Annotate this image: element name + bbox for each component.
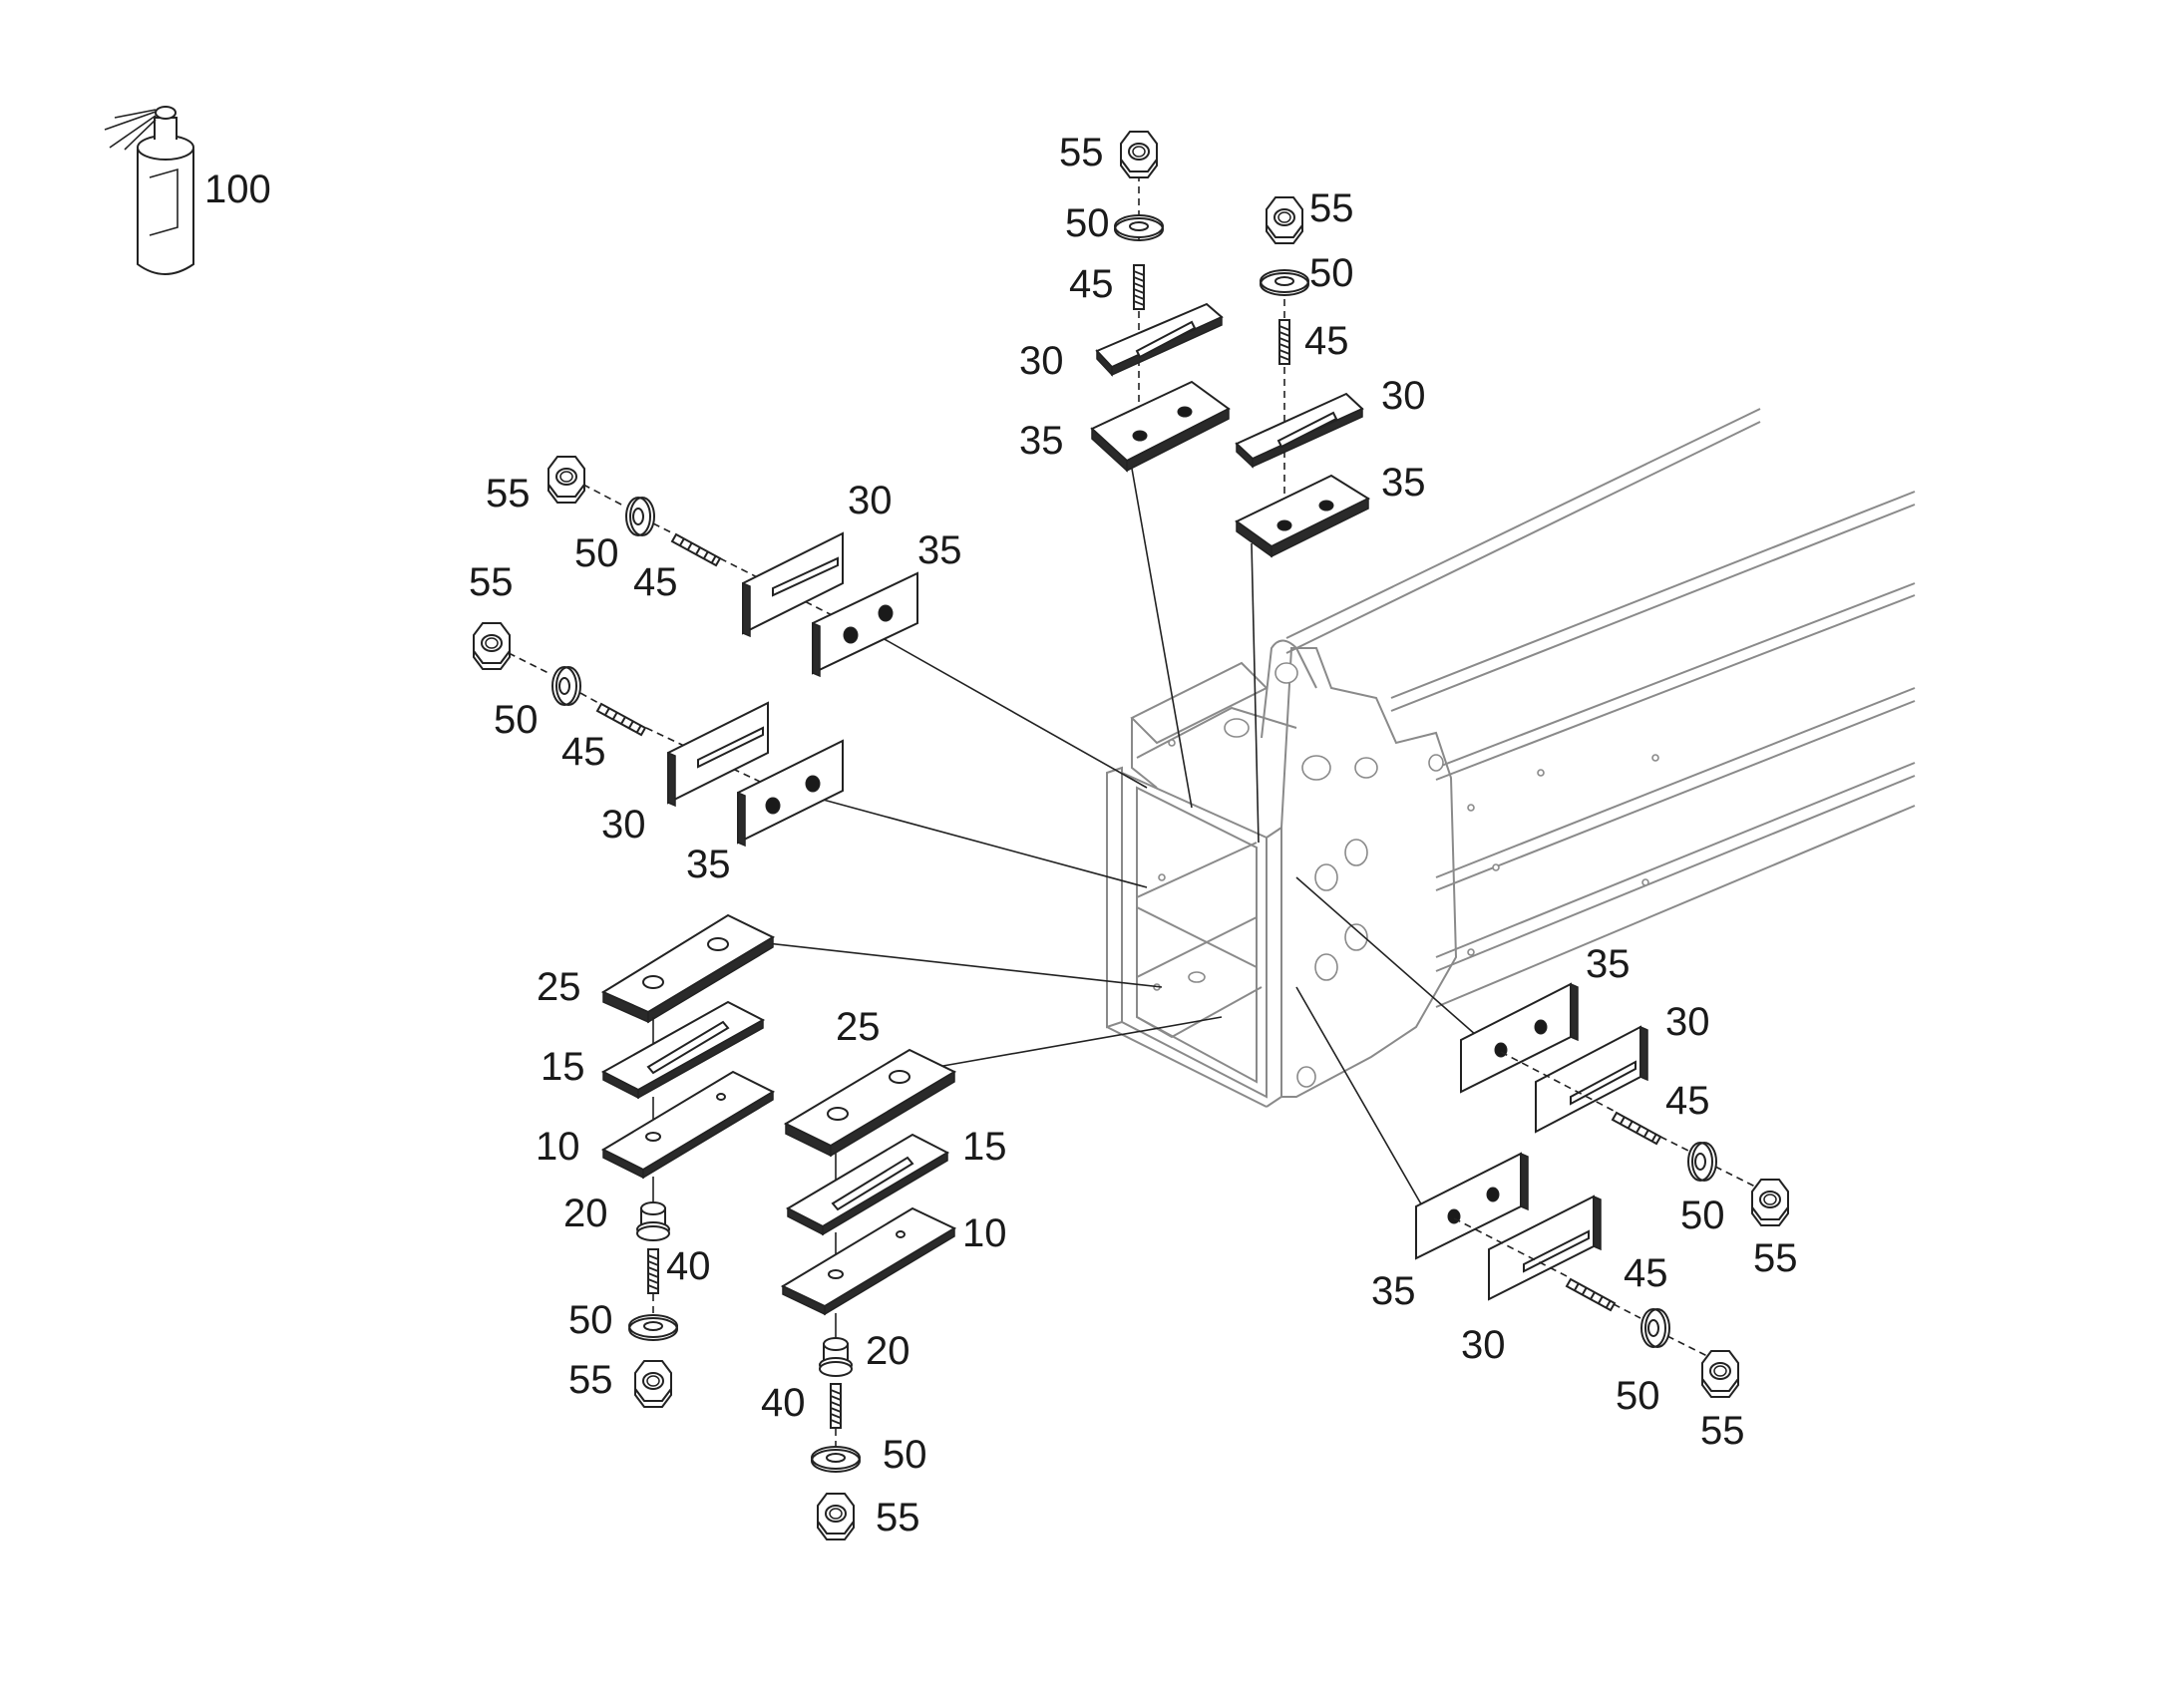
top-fastener-set-left	[1090, 131, 1231, 473]
label-55-right-lower: 55	[1700, 1409, 1745, 1453]
label-25-stack-right: 25	[836, 1005, 881, 1049]
label-55-top-left: 55	[1059, 131, 1104, 174]
label-15-stack-right: 15	[962, 1125, 1007, 1169]
bottom-pad-stack-right	[780, 1048, 957, 1540]
label-20-stack-right: 20	[866, 1329, 910, 1373]
label-50-right-upper: 50	[1680, 1194, 1725, 1237]
label-30-left-upper: 30	[848, 479, 893, 522]
part-number-labels: 100 55 50 45 30 35 55 50 45 30 35 55 50 …	[204, 131, 1798, 1539]
label-35-left-lower: 35	[686, 843, 731, 886]
top-fastener-set-right	[1235, 196, 1371, 558]
label-50-stack-right: 50	[883, 1433, 927, 1477]
label-35-top-left: 35	[1019, 419, 1064, 463]
label-30-top-right: 30	[1381, 374, 1426, 418]
label-55-top-right: 55	[1309, 186, 1354, 230]
label-35-right-lower: 35	[1371, 1269, 1416, 1313]
bottom-pad-stack-left	[600, 913, 776, 1408]
label-50-stack-left: 50	[568, 1298, 613, 1342]
label-45-top-right: 45	[1304, 319, 1349, 363]
left-fastener-set-upper	[547, 456, 918, 678]
left-fastener-set-lower	[473, 622, 844, 848]
label-50-right-lower: 50	[1616, 1374, 1660, 1418]
label-15-stack-left: 15	[541, 1045, 585, 1089]
label-25-stack-left: 25	[537, 965, 581, 1009]
label-55-left-lower: 55	[469, 560, 514, 604]
label-30-top-left: 30	[1019, 339, 1064, 383]
label-50-top-left: 50	[1065, 201, 1110, 245]
label-35-left-upper: 35	[917, 528, 962, 572]
right-fastener-set-lower	[1415, 1152, 1739, 1398]
label-100: 100	[204, 168, 271, 211]
label-45-top-left: 45	[1069, 262, 1114, 306]
label-45-right-lower: 45	[1624, 1251, 1668, 1295]
label-35-top-right: 35	[1381, 461, 1426, 505]
right-fastener-set-upper	[1460, 982, 1789, 1226]
label-45-left-upper: 45	[633, 560, 678, 604]
label-40-stack-left: 40	[666, 1244, 711, 1288]
frame-structure	[1106, 408, 1916, 1108]
label-10-stack-left: 10	[536, 1125, 580, 1169]
label-35-right-upper: 35	[1586, 942, 1631, 986]
label-30-right-upper: 30	[1665, 1000, 1710, 1044]
label-50-left-lower: 50	[494, 698, 539, 742]
label-45-left-lower: 45	[561, 730, 606, 774]
label-20-stack-left: 20	[563, 1192, 608, 1235]
label-45-right-upper: 45	[1665, 1079, 1710, 1123]
label-55-stack-right: 55	[876, 1496, 920, 1539]
label-55-stack-left: 55	[568, 1358, 613, 1402]
leader-lines	[757, 468, 1502, 1222]
label-10-stack-right: 10	[962, 1211, 1007, 1255]
label-30-right-lower: 30	[1461, 1323, 1506, 1367]
label-50-top-right: 50	[1309, 251, 1354, 295]
label-55-right-upper: 55	[1753, 1236, 1798, 1280]
label-30-left-lower: 30	[601, 803, 646, 847]
label-40-stack-right: 40	[761, 1381, 806, 1425]
label-55-left-upper: 55	[486, 472, 531, 515]
spray-can-icon	[104, 106, 194, 275]
label-50-left-upper: 50	[574, 531, 619, 575]
